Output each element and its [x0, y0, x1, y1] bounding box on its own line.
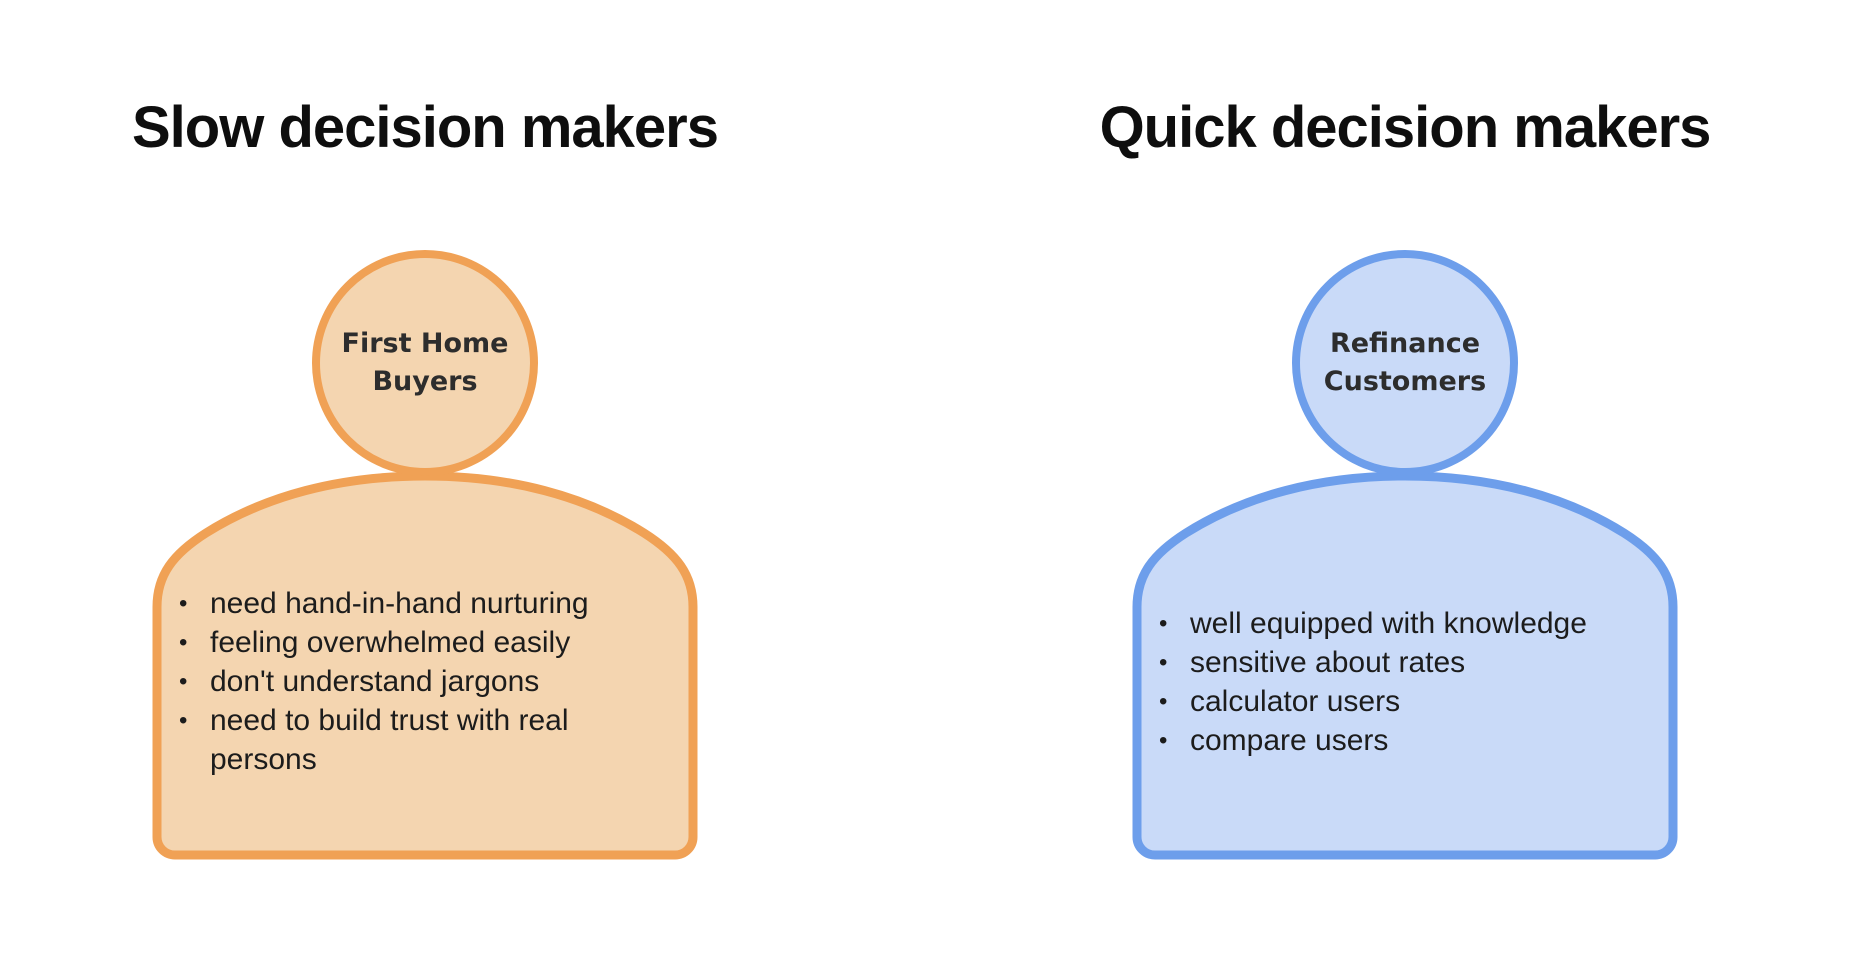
- trait-item: calculator users: [1159, 682, 1587, 721]
- persona-head-circle: First Home Buyers: [312, 250, 538, 476]
- persona-slow-decision-makers: Slow decision makers First Home Buyers n…: [45, 0, 805, 964]
- traits-list: well equipped with knowledge sensitive a…: [1159, 604, 1587, 760]
- persona-traits-area: well equipped with knowledge sensitive a…: [1129, 465, 1681, 862]
- trait-item: compare users: [1159, 721, 1587, 760]
- persona-segment-label: Refinance Customers: [1323, 328, 1487, 397]
- trait-item: need hand-in-hand nurturing: [179, 584, 679, 623]
- trait-item: feeling overwhelmed easily: [179, 623, 679, 662]
- trait-item: well equipped with knowledge: [1159, 604, 1587, 643]
- traits-list: need hand-in-hand nurturing feeling over…: [179, 584, 679, 779]
- trait-item: don't understand jargons: [179, 662, 679, 701]
- persona-head-circle: Refinance Customers: [1292, 250, 1518, 476]
- heading-slow-decision-makers: Slow decision makers: [131, 95, 719, 160]
- persona-segment-label: First Home Buyers: [341, 328, 509, 397]
- trait-item: sensitive about rates: [1159, 643, 1587, 682]
- persona-traits-area: need hand-in-hand nurturing feeling over…: [149, 465, 701, 862]
- trait-item: need to build trust with real persons: [179, 701, 679, 779]
- persona-quick-decision-makers: Quick decision makers Refinance Customer…: [1025, 0, 1785, 964]
- heading-quick-decision-makers: Quick decision makers: [1099, 95, 1712, 160]
